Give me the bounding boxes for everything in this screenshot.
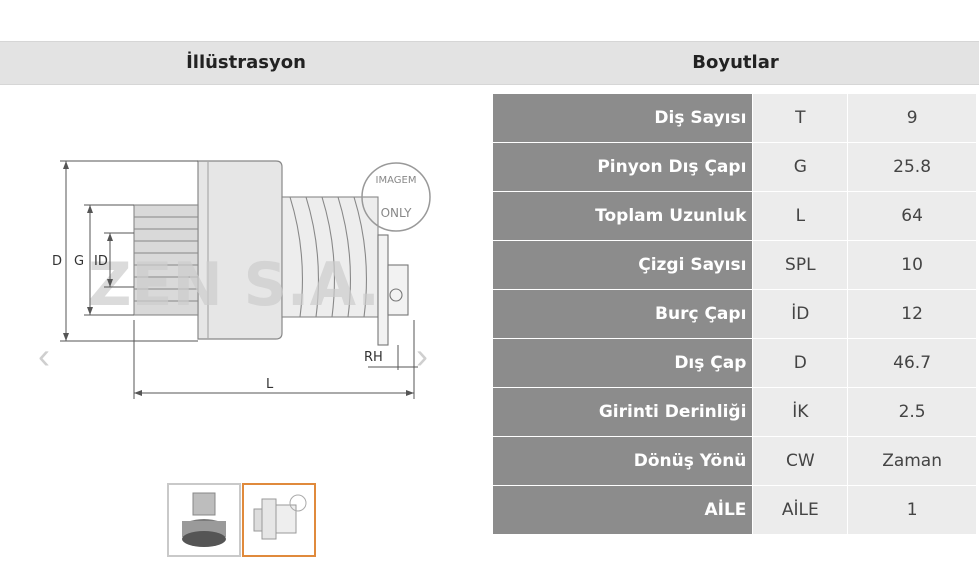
spec-value: 2.5 <box>847 387 977 437</box>
spec-code: İD <box>752 289 849 339</box>
table-row: Burç Çapı İD 12 <box>491 289 977 339</box>
illustrative-stamp: IMAGEM ONLY <box>361 162 431 232</box>
stamp-text-bottom: ONLY <box>381 206 413 220</box>
spec-label: Dış Çap <box>491 338 754 388</box>
dim-label-l: L <box>266 377 274 392</box>
spec-value: 1 <box>847 485 977 535</box>
spec-label: Pinyon Dış Çapı <box>491 142 754 192</box>
spec-value: 25.8 <box>847 142 977 192</box>
table-row: Çizgi Sayısı SPL 10 <box>491 240 977 290</box>
spec-code: L <box>752 191 849 241</box>
technical-drawing-icon <box>253 494 307 540</box>
spec-value: Zaman <box>847 436 977 486</box>
photo-thumbnail[interactable] <box>167 483 241 557</box>
spec-code: D <box>752 338 849 388</box>
dimension-arrows <box>63 161 414 396</box>
chevron-left-icon[interactable]: ‹ <box>38 335 50 376</box>
dim-label-id: ID <box>94 254 108 269</box>
spec-label: Diş Sayısı <box>491 93 754 143</box>
starter-drive-photo-icon <box>182 492 226 547</box>
drawing-thumbnail[interactable] <box>242 483 316 557</box>
table-row: Girinti Derinliği İK 2.5 <box>491 387 977 437</box>
table-row: Dış Çap D 46.7 <box>491 338 977 388</box>
dimensions-title: Boyutlar <box>692 52 779 73</box>
chevron-right-icon[interactable]: › <box>416 335 428 376</box>
spec-value: 12 <box>847 289 977 339</box>
pinion-shape <box>133 204 199 316</box>
dim-label-g: G <box>74 254 84 269</box>
spec-label: Toplam Uzunluk <box>491 191 754 241</box>
spec-value: 9 <box>847 93 977 143</box>
spec-code: AİLE <box>752 485 849 535</box>
dimension-lines <box>60 160 418 399</box>
spec-code: CW <box>752 436 849 486</box>
dim-label-d: D <box>52 254 62 269</box>
spec-code: T <box>752 93 849 143</box>
table-row: Diş Sayısı T 9 <box>491 93 977 143</box>
spec-label: Çizgi Sayısı <box>491 240 754 290</box>
table-row: Pinyon Dış Çapı G 25.8 <box>491 142 977 192</box>
spec-code: G <box>752 142 849 192</box>
section-header-bar: İllüstrasyon Boyutlar <box>0 41 979 85</box>
spec-label: Girinti Derinliği <box>491 387 754 437</box>
retaining-clip-shape <box>377 234 409 346</box>
spec-label: AİLE <box>491 485 754 535</box>
zen-watermark: ZEN S.A. <box>88 250 380 320</box>
spline-shaft-shape <box>281 196 379 318</box>
dim-label-rh: RH <box>364 350 383 365</box>
dimensions-table: Diş Sayısı T 9 Pinyon Dış Çapı G 25.8 To… <box>491 93 977 535</box>
spec-value: 46.7 <box>847 338 977 388</box>
spec-label: Burç Çapı <box>491 289 754 339</box>
table-row: Toplam Uzunluk L 64 <box>491 191 977 241</box>
table-row: AİLE AİLE 1 <box>491 485 977 535</box>
spec-code: İK <box>752 387 849 437</box>
technical-drawing: IMAGEM ONLY ZEN S.A. D G ID RH L <box>52 160 431 399</box>
stamp-text-top: IMAGEM <box>376 175 417 186</box>
spec-code: SPL <box>752 240 849 290</box>
table-row: Dönüş Yönü CW Zaman <box>491 436 977 486</box>
spec-value: 64 <box>847 191 977 241</box>
illustration-title: İllüstrasyon <box>186 52 306 73</box>
housing-shape <box>197 160 283 340</box>
spec-label: Dönüş Yönü <box>491 436 754 486</box>
spec-value: 10 <box>847 240 977 290</box>
